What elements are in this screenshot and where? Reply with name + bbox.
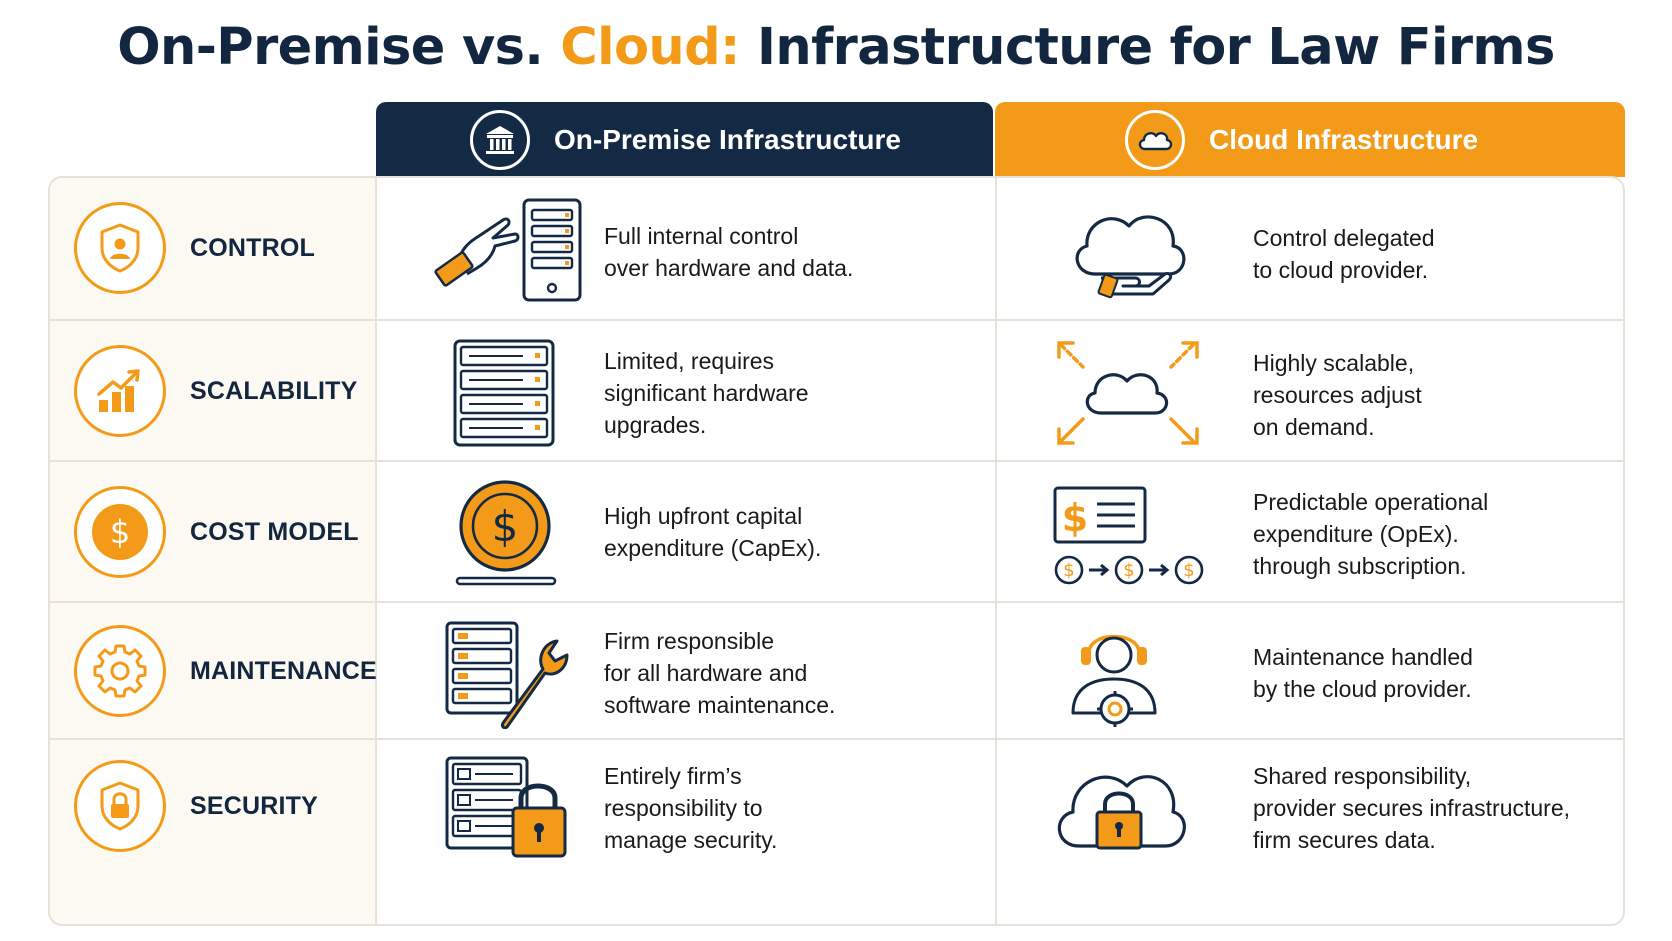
shield-user-icon bbox=[74, 202, 166, 294]
onprem-cell: Entirely firm’s responsibility to manage… bbox=[377, 740, 997, 924]
gear-icon bbox=[74, 625, 166, 717]
server-rack-icon bbox=[451, 337, 559, 454]
growth-chart-icon bbox=[74, 345, 166, 437]
cloud-lock-icon bbox=[1049, 758, 1189, 859]
page-title: On-Premise vs. Cloud: Infrastructure for… bbox=[0, 18, 1672, 77]
cloud-description: Highly scalable, resources adjust on dem… bbox=[1253, 350, 1422, 440]
row-label-cell: MAINTENANCE bbox=[50, 603, 377, 738]
onprem-description: High upfront capital expenditure (CapEx)… bbox=[604, 503, 822, 561]
onprem-cell: Full internal control over hardware and … bbox=[377, 178, 997, 319]
server-wrench-icon bbox=[443, 619, 579, 734]
row-label-cell: SECURITY bbox=[50, 740, 377, 924]
svg-text:$: $ bbox=[110, 513, 130, 551]
row-label: SECURITY bbox=[190, 792, 319, 820]
comparison-table: CONTROL Full interna bbox=[48, 176, 1625, 926]
cloud-column-label: Cloud Infrastructure bbox=[1209, 123, 1479, 155]
title-part-3: Infrastructure for Law Firms bbox=[739, 18, 1555, 77]
dollar-icon: $ bbox=[74, 486, 166, 578]
coin-icon: $ bbox=[453, 478, 559, 593]
svg-text:$: $ bbox=[1183, 560, 1194, 581]
cloud-hand-icon bbox=[1065, 200, 1195, 309]
table-row: MAINTENANCE Firm responsible for all har… bbox=[50, 601, 1623, 738]
cloud-cell: Highly scalable, resources adjust on dem… bbox=[997, 321, 1623, 460]
row-label: COST MODEL bbox=[190, 518, 359, 546]
bank-building-icon bbox=[470, 109, 530, 170]
onprem-cell: $ High upfront capital expenditure (CapE… bbox=[377, 462, 997, 601]
row-label-cell: $ COST MODEL bbox=[50, 462, 377, 601]
title-part-cloud: Cloud: bbox=[560, 18, 740, 77]
onprem-cell: Limited, requires significant hardware u… bbox=[377, 321, 997, 460]
table-row: SECURITY bbox=[50, 738, 1623, 924]
title-part-1: On-Premise vs. bbox=[117, 18, 561, 77]
onprem-description: Entirely firm’s responsibility to manage… bbox=[604, 763, 778, 853]
hand-server-icon bbox=[429, 196, 589, 309]
cloud-description: Predictable operational expenditure (OpE… bbox=[1253, 489, 1489, 579]
cloud-column-header: Cloud Infrastructure bbox=[995, 102, 1625, 177]
row-label: SCALABILITY bbox=[190, 377, 358, 405]
cloud-expand-icon bbox=[1053, 339, 1203, 452]
cloud-cell: Control delegated to cloud provider. bbox=[997, 178, 1623, 319]
server-lock-icon bbox=[443, 754, 573, 867]
cloud-description: Maintenance handled by the cloud provide… bbox=[1253, 644, 1473, 702]
onprem-cell: Firm responsible for all hardware and so… bbox=[377, 603, 997, 738]
onprem-description: Full internal control over hardware and … bbox=[604, 223, 854, 281]
cloud-cell: Maintenance handled by the cloud provide… bbox=[997, 603, 1623, 738]
shield-lock-icon bbox=[74, 760, 166, 852]
table-row: $ COST MODEL $ High upfront capital expe… bbox=[50, 460, 1623, 601]
invoice-payments-icon: $ $ $ $ bbox=[1051, 484, 1207, 593]
onprem-description: Limited, requires significant hardware u… bbox=[604, 348, 809, 438]
table-row: SCALABILITY bbox=[50, 319, 1623, 460]
onprem-column-header: On-Premise Infrastructure bbox=[376, 102, 993, 177]
onprem-description: Firm responsible for all hardware and so… bbox=[604, 628, 836, 718]
svg-text:$: $ bbox=[1062, 496, 1088, 540]
support-agent-icon bbox=[1065, 613, 1165, 734]
onprem-column-label: On-Premise Infrastructure bbox=[554, 123, 901, 155]
cloud-description: Shared responsibility, provider secures … bbox=[1253, 763, 1571, 853]
row-label: CONTROL bbox=[190, 234, 315, 262]
cloud-cell: $ $ $ $ Predictable operat bbox=[997, 462, 1623, 601]
row-label-cell: CONTROL bbox=[50, 178, 377, 319]
svg-text:$: $ bbox=[492, 502, 519, 551]
cloud-description: Control delegated to cloud provider. bbox=[1253, 225, 1435, 283]
svg-text:$: $ bbox=[1063, 560, 1074, 581]
cloud-cell: Shared responsibility, provider secures … bbox=[997, 740, 1623, 924]
cloud-icon bbox=[1125, 109, 1185, 170]
row-label: MAINTENANCE bbox=[190, 657, 377, 685]
table-row: CONTROL Full interna bbox=[50, 178, 1623, 319]
svg-text:$: $ bbox=[1123, 560, 1134, 581]
row-label-cell: SCALABILITY bbox=[50, 321, 377, 460]
